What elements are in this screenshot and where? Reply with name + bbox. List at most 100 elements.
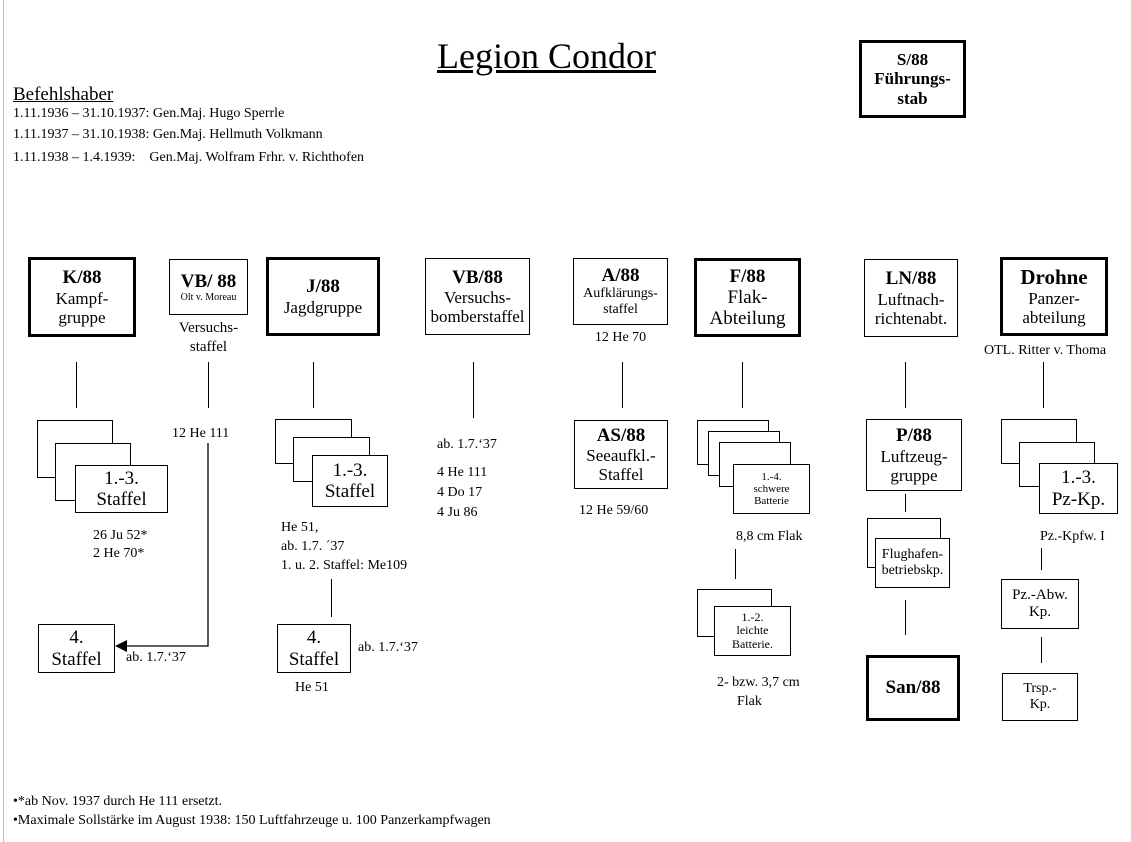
k-staffel-box: 1.-3. Staffel <box>75 465 168 513</box>
unit-line: Seeaufkl.- <box>586 446 656 466</box>
unit-below-text: staffel <box>189 339 228 355</box>
pz-abw-box: Pz.-Abw. Kp. <box>1001 579 1079 629</box>
aircraft-text: 4 Ju 86 <box>437 505 478 520</box>
sub-unit-line: betriebskp. <box>881 563 944 578</box>
unit-code: A/88 <box>601 265 640 287</box>
staff-line2: stab <box>897 88 928 108</box>
aircraft-text: 12 He 59/60 <box>579 503 649 518</box>
unit-line: bomberstaffel <box>430 307 525 327</box>
battery-line: 1.-4. <box>761 470 782 483</box>
unit-code: P/88 <box>896 425 932 447</box>
connector-line <box>1043 362 1044 408</box>
aircraft-text: ab. 1.7.‘37 <box>437 437 497 452</box>
staffel-line: 4. <box>306 627 322 649</box>
aircraft-text: 26 Ju 52* <box>93 528 148 543</box>
unit-p88: P/88 Luftzeug- gruppe <box>866 419 962 491</box>
staff-box: S/88 Führungs- stab <box>859 40 966 118</box>
aircraft-text: 4 He 111 <box>437 465 488 480</box>
commanders-heading: Befehlshaber <box>13 84 114 105</box>
unit-vb88: VB/88 Versuchs- bomberstaffel <box>425 258 530 335</box>
staff-line1: Führungs- <box>874 69 951 89</box>
unit-code: San/88 <box>885 677 941 699</box>
unit-line: gruppe <box>58 307 106 327</box>
unit-line: richtenabt. <box>874 308 948 328</box>
unit-line: gruppe <box>890 465 938 485</box>
unit-line: Abteilung <box>709 308 786 330</box>
battery-line: Batterie. <box>732 636 773 651</box>
aircraft-text: 4 Do 17 <box>437 485 483 500</box>
connector-line <box>1041 548 1042 570</box>
unit-code: VB/ 88 <box>180 270 237 292</box>
flak-text: 2- bzw. 3,7 cm <box>717 675 800 690</box>
aircraft-text: 2 He 70* <box>93 546 145 561</box>
aircraft-text: 12 He 70 <box>594 330 647 345</box>
flak-text: 8,8 cm Flak <box>736 529 803 544</box>
unit-a88: A/88 Aufklärungs- staffel <box>573 258 668 325</box>
unit-code: F/88 <box>729 265 766 287</box>
unit-line: abteilung <box>1022 308 1086 328</box>
sub-unit-line: 1.-3. <box>1061 467 1096 489</box>
page-title: Legion Condor <box>437 36 656 76</box>
unit-line: Luftnach- <box>877 289 945 309</box>
connector-line <box>473 362 474 418</box>
sub-unit-line: Kp. <box>1029 697 1051 712</box>
left-border <box>3 0 4 842</box>
unit-code: LN/88 <box>885 268 937 290</box>
unit-san88: San/88 <box>866 655 960 721</box>
unit-vb88-moreau: VB/ 88 Olt v. Moreau <box>169 259 248 315</box>
connector-line <box>208 362 209 408</box>
unit-code: J/88 <box>306 276 340 298</box>
k-4staffel-box: 4. Staffel <box>38 624 115 673</box>
unit-ln88: LN/88 Luftnach- richtenabt. <box>864 259 958 337</box>
vehicle-text: Pz.-Kpfw. I <box>1040 529 1105 544</box>
unit-drohne: Drohne Panzer- abteilung <box>1000 257 1108 336</box>
j-staffel-box: 1.-3. Staffel <box>312 455 388 507</box>
connector-line <box>905 494 906 512</box>
sub-unit-line: Pz-Kp. <box>1051 488 1106 510</box>
sub-unit-line: Flughafen- <box>881 547 944 563</box>
date-text: ab. 1.7.‘37 <box>358 640 418 655</box>
connector-line <box>735 549 736 579</box>
staffel-line: 1.-3. <box>104 467 139 489</box>
unit-line: staffel <box>603 302 638 318</box>
date-text: ab. 1.7.‘37 <box>126 650 186 665</box>
unit-code: Drohne <box>1020 264 1088 289</box>
unit-line: Versuchs- <box>443 288 512 308</box>
pz-kp-box: 1.-3. Pz-Kp. <box>1039 463 1118 514</box>
commander-line: 1.11.1937 – 31.10.1938: Gen.Maj. Hellmut… <box>13 127 323 142</box>
connector-line <box>313 362 314 408</box>
unit-line: Kampf- <box>55 288 109 308</box>
connector-line <box>622 362 623 408</box>
connector-line <box>742 362 743 408</box>
connector-line <box>76 362 77 408</box>
battery-line: 1.-2. <box>741 609 764 624</box>
footnote: •*ab Nov. 1937 durch He 111 ersetzt. <box>13 794 223 809</box>
aircraft-text: 12 He 111 <box>172 426 230 441</box>
sub-unit-line: Trsp.- <box>1023 681 1057 697</box>
unit-line: Staffel <box>598 465 644 485</box>
staffel-line: Staffel <box>324 481 376 502</box>
flak-text: Flak <box>737 694 762 709</box>
connector-line <box>331 579 332 617</box>
unit-line: Aufklärungs- <box>583 286 658 302</box>
connector-line <box>1041 637 1042 663</box>
j-4staffel-box: 4. Staffel <box>277 624 351 673</box>
unit-j88: J/88 Jagdgruppe <box>266 257 380 336</box>
unit-line: Luftzeug- <box>880 446 948 466</box>
commander-line: 1.11.1936 – 31.10.1937: Gen.Maj. Hugo Sp… <box>13 106 285 121</box>
aircraft-text: 1. u. 2. Staffel: Me109 <box>281 558 408 573</box>
sub-unit-line: Pz.-Abw. <box>1012 587 1068 604</box>
unit-code: VB/88 <box>452 266 503 288</box>
commander-line: 1.11.1938 – 1.4.1939: Gen.Maj. Wolfram F… <box>13 150 365 165</box>
unit-line: Jagdgruppe <box>283 297 363 317</box>
staffel-line: Staffel <box>288 648 340 670</box>
staffel-line: Staffel <box>51 648 102 670</box>
staffel-line: 1.-3. <box>332 459 368 481</box>
unit-code: K/88 <box>62 267 102 289</box>
aircraft-text: He 51 <box>295 680 329 695</box>
staff-code: S/88 <box>896 50 929 70</box>
unit-as88: AS/88 Seeaufkl.- Staffel <box>574 420 668 489</box>
sub-unit-line: Kp. <box>1028 604 1052 620</box>
unit-code: AS/88 <box>596 424 646 446</box>
battery-line: Batterie <box>754 495 789 508</box>
